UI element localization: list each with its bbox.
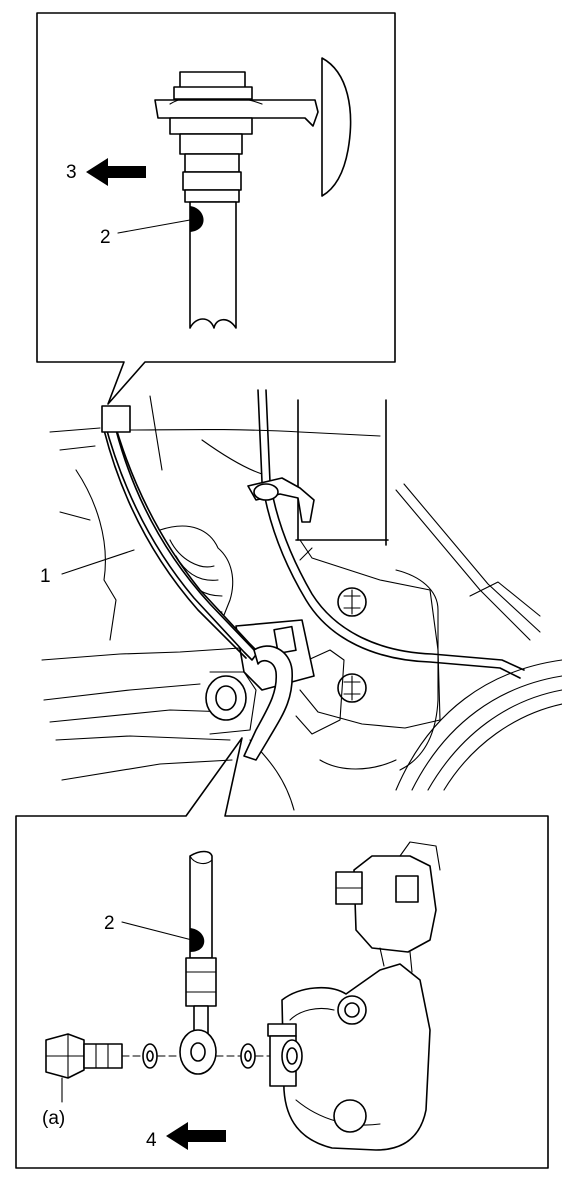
callout-2-bottom: 2 bbox=[104, 913, 115, 934]
main-assembly-view bbox=[41, 389, 562, 811]
bottom-direction-arrow-icon bbox=[166, 1122, 226, 1150]
callout-3: 3 bbox=[66, 162, 77, 183]
callout-a: (a) bbox=[42, 1108, 65, 1129]
callout-4: 4 bbox=[146, 1130, 157, 1151]
bottom-detail-panel bbox=[15, 737, 549, 1169]
callout-2-top: 2 bbox=[100, 227, 111, 248]
bottom-paint-mark-icon bbox=[190, 928, 205, 952]
callout-1: 1 bbox=[40, 566, 51, 587]
top-paint-mark-icon bbox=[190, 206, 204, 232]
top-direction-arrow-icon bbox=[86, 158, 146, 186]
top-detail-panel bbox=[36, 12, 396, 405]
